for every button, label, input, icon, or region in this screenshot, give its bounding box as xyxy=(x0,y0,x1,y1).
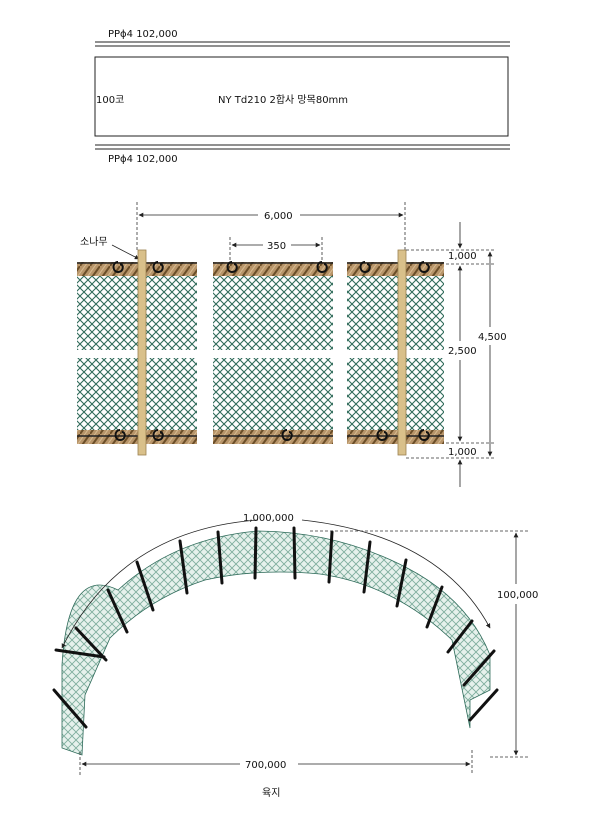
net-panel-middle xyxy=(213,268,333,433)
bottom-rope-label: PPϕ4 102,000 xyxy=(108,154,178,165)
net-panel-right xyxy=(347,268,444,433)
bottom-band-label: 1,000 xyxy=(448,447,477,458)
pine-pole-right xyxy=(397,249,407,456)
top-rope xyxy=(77,262,444,276)
middle-height-label: 2,500 xyxy=(448,346,477,357)
stake-marks xyxy=(52,526,499,729)
net-panel-left xyxy=(77,268,197,433)
depth-label: 100,000 xyxy=(497,590,538,601)
hook-icon xyxy=(376,429,388,442)
top-band-label: 1,000 xyxy=(448,251,477,262)
hook-icon xyxy=(281,429,293,442)
plan-layout: 1,000,000 100,000 xyxy=(52,513,538,799)
hook-icon xyxy=(418,261,430,274)
pole-spacing-label: 6,000 xyxy=(264,211,293,222)
hook-spacing-label: 350 xyxy=(267,241,286,252)
hook-icon xyxy=(418,429,430,442)
hook-icons xyxy=(112,261,430,442)
hook-icon xyxy=(152,261,164,274)
arc-length-label: 1,000,000 xyxy=(243,513,294,524)
land-label: 육지 xyxy=(262,787,280,799)
hook-icon xyxy=(112,261,124,274)
top-rope-label: PPϕ4 102,000 xyxy=(108,29,178,40)
hook-icon xyxy=(114,429,126,442)
pole-label: 소나무 xyxy=(80,236,108,248)
net-count-label: 100코 xyxy=(96,95,124,106)
net-spec-box xyxy=(94,56,509,137)
cross-section: 6,000 350 소나무 xyxy=(77,202,507,487)
hook-icon xyxy=(359,261,371,274)
total-height-label: 4,500 xyxy=(478,332,507,343)
net-material-label: NY Td210 2합사 망목80mm xyxy=(218,94,348,106)
bottom-rope xyxy=(77,430,444,444)
hook-icon xyxy=(152,429,164,442)
pine-pole-left xyxy=(137,249,147,456)
hook-icon xyxy=(226,261,238,274)
arc-net xyxy=(61,530,491,756)
spec-block: PPϕ4 102,000 100코 NY Td210 2합사 망목80mm PP… xyxy=(94,29,510,165)
hook-icon xyxy=(316,261,328,274)
span-label: 700,000 xyxy=(245,760,286,771)
